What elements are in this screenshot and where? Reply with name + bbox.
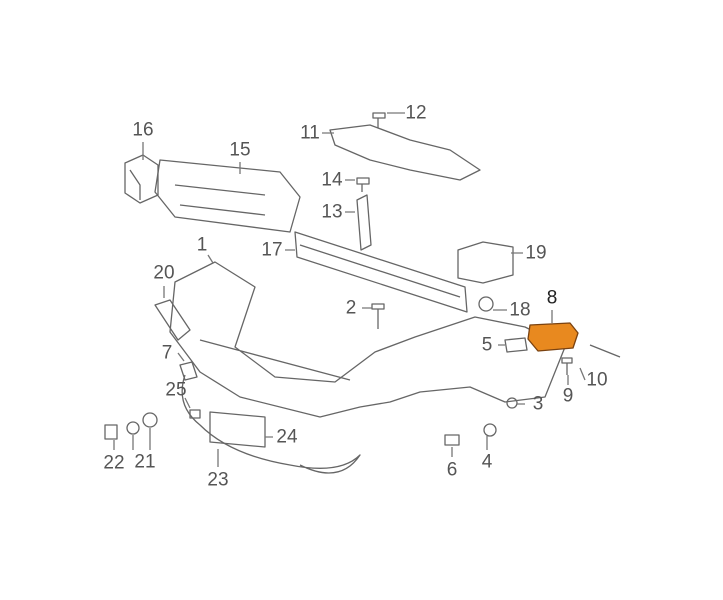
callout-19: 19 [525, 242, 547, 264]
callout-10: 10 [586, 369, 608, 391]
part-2 [371, 303, 385, 329]
part-22 [104, 424, 118, 440]
callout-11: 11 [300, 122, 320, 144]
part-18 [478, 296, 494, 312]
callout-15: 15 [229, 139, 251, 161]
callout-17: 17 [261, 239, 283, 261]
part-20 [154, 299, 191, 341]
callout-6: 6 [446, 459, 458, 481]
part-23 [181, 374, 361, 474]
callout-1: 1 [196, 234, 208, 256]
part-24 [209, 411, 266, 448]
callout-12: 12 [405, 102, 427, 124]
part-7 [179, 361, 198, 381]
callout-5: 5 [481, 334, 493, 356]
part-5 [504, 337, 528, 353]
part-12 [372, 112, 386, 128]
callout-23: 23 [207, 469, 229, 491]
part-14 [356, 177, 370, 192]
part-16 [124, 154, 159, 204]
part-3 [506, 397, 518, 409]
part-21b [142, 412, 158, 428]
callout-25: 25 [165, 379, 187, 401]
part-19 [457, 241, 514, 284]
callout-3: 3 [532, 393, 544, 415]
part-17 [294, 231, 468, 313]
callout-22: 22 [103, 452, 125, 474]
callout-21: 21 [134, 451, 156, 473]
callout-20: 20 [153, 262, 175, 284]
part-15 [154, 159, 301, 233]
part-21a [126, 421, 140, 435]
part-13 [356, 194, 372, 251]
callout-14: 14 [321, 169, 343, 191]
part-6 [444, 434, 460, 446]
part-8-highlighted [527, 322, 579, 352]
callout-9: 9 [562, 385, 574, 407]
part-11 [329, 124, 481, 181]
callout-2: 2 [345, 297, 357, 319]
callout-18: 18 [509, 299, 531, 321]
callout-24: 24 [276, 426, 298, 448]
callout-16: 16 [132, 119, 154, 141]
part-10 [589, 344, 621, 358]
callout-8: 8 [546, 287, 558, 309]
part-9 [561, 357, 573, 375]
callout-7: 7 [161, 342, 173, 364]
callout-13: 13 [321, 201, 343, 223]
part-4 [483, 423, 497, 437]
callout-4: 4 [481, 451, 493, 473]
part-1 [169, 261, 566, 418]
